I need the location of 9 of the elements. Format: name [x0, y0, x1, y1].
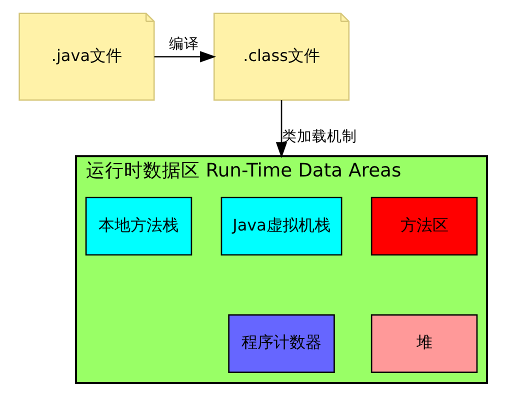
arrow	[276, 100, 288, 158]
node-box: 本地方法栈	[85, 196, 192, 256]
node-box: 程序计数器	[228, 314, 335, 373]
edge-label: 类加载机制	[282, 128, 358, 146]
edge-label: 编译	[169, 35, 200, 52]
node-box: 方法区	[370, 196, 478, 256]
node-box: 堆	[370, 314, 478, 373]
node-box: Java虚拟机栈	[220, 196, 342, 256]
arrow	[154, 51, 216, 62]
